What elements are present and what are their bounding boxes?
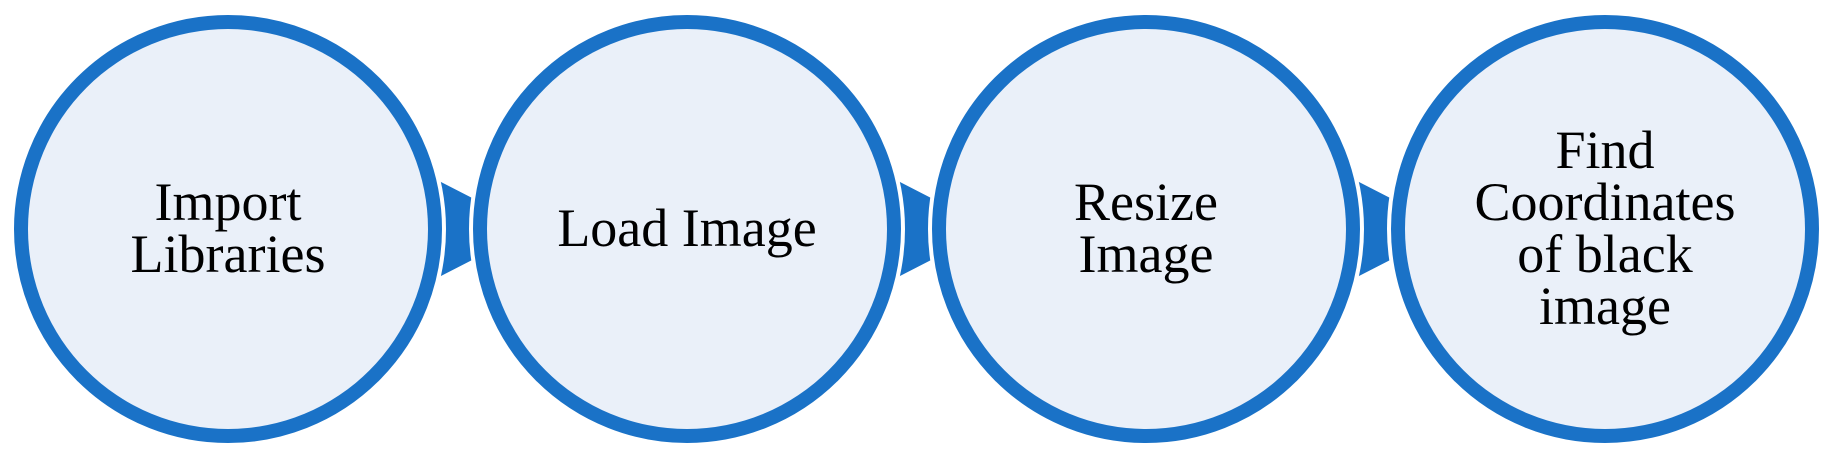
step-circle-fill-3 (946, 29, 1346, 429)
step-label-line: Find (1555, 120, 1654, 180)
step-circles (10, 11, 1823, 447)
step-circle-fill-4 (1405, 29, 1805, 429)
step-label-line: Libraries (131, 224, 326, 284)
step-label-line: Image (1079, 224, 1214, 284)
step-label-line: image (1539, 276, 1671, 336)
step-label-line: of black (1517, 224, 1692, 284)
step-label-line: Load Image (557, 198, 816, 258)
step-label-line: Coordinates (1475, 172, 1736, 232)
step-circle-fill-2 (487, 29, 887, 429)
step-label-2: Load Image (557, 198, 816, 258)
step-label-line: Resize (1074, 172, 1218, 232)
step-circle-fill-1 (28, 29, 428, 429)
step-label-line: Import (155, 172, 302, 232)
